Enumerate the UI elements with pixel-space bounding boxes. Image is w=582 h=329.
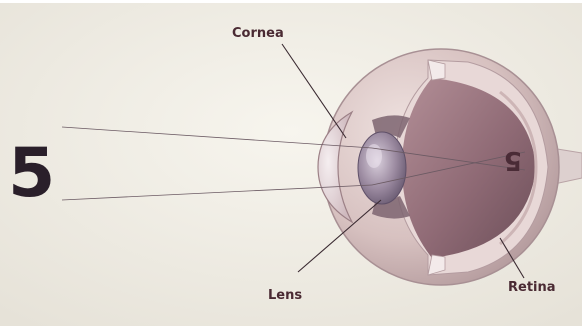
- cornea-label: Cornea: [232, 26, 284, 41]
- lens: [358, 132, 406, 204]
- lens-label: Lens: [268, 288, 302, 303]
- retina-label: Retina: [508, 280, 556, 295]
- svg-text:5: 5: [504, 145, 522, 175]
- object-number: 5: [8, 134, 55, 213]
- inverted-image: 5: [504, 145, 522, 175]
